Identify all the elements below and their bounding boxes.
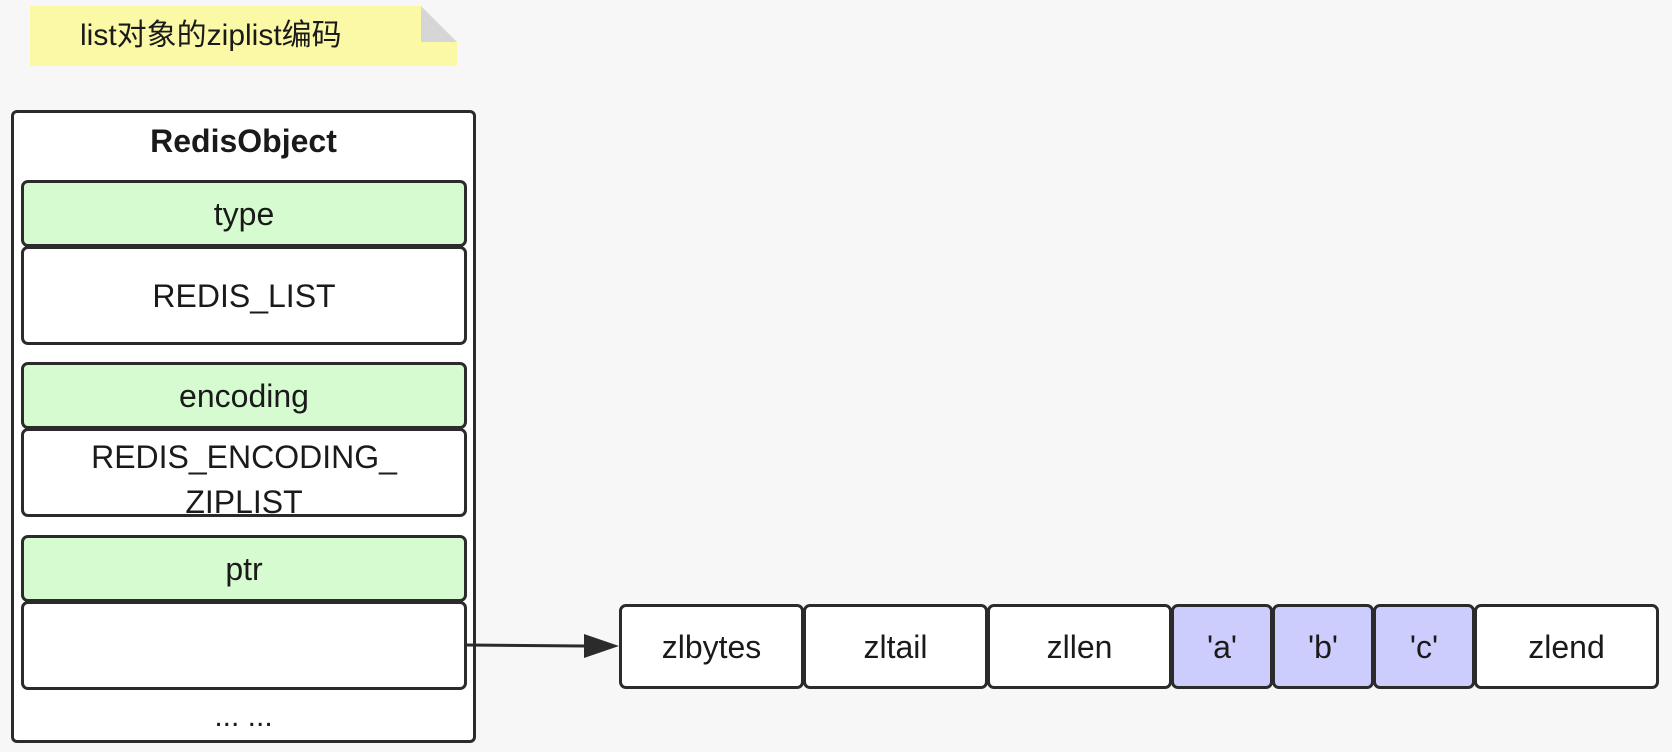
redis-object-title: RedisObject [150, 123, 337, 159]
arrow-line [465, 643, 585, 648]
note-title: list对象的ziplist编码 [80, 19, 342, 52]
encoding-label-cell: encoding [21, 362, 467, 429]
ziplist-zllen-cell: zllen [987, 604, 1172, 689]
ziplist-zlbytes-cell: zlbytes [619, 604, 804, 689]
ziplist-entry-b-cell: 'b' [1272, 604, 1374, 689]
ptr-value-cell [21, 601, 467, 690]
type-label-cell: type [21, 180, 467, 247]
diagram-title-note: list对象的ziplist编码 [30, 6, 457, 66]
ptr-label-cell: ptr [21, 535, 467, 602]
note-fold-corner [421, 6, 457, 42]
encoding-value-cell: REDIS_ENCODING_ ZIPLIST [21, 428, 467, 517]
type-value-cell: REDIS_LIST [21, 246, 467, 345]
arrow-head [584, 634, 619, 658]
ziplist-zltail-cell: zltail [803, 604, 988, 689]
ziplist-entry-a-cell: 'a' [1171, 604, 1273, 689]
ziplist-zlend-cell: zlend [1474, 604, 1659, 689]
ziplist-entry-c-cell: 'c' [1373, 604, 1475, 689]
